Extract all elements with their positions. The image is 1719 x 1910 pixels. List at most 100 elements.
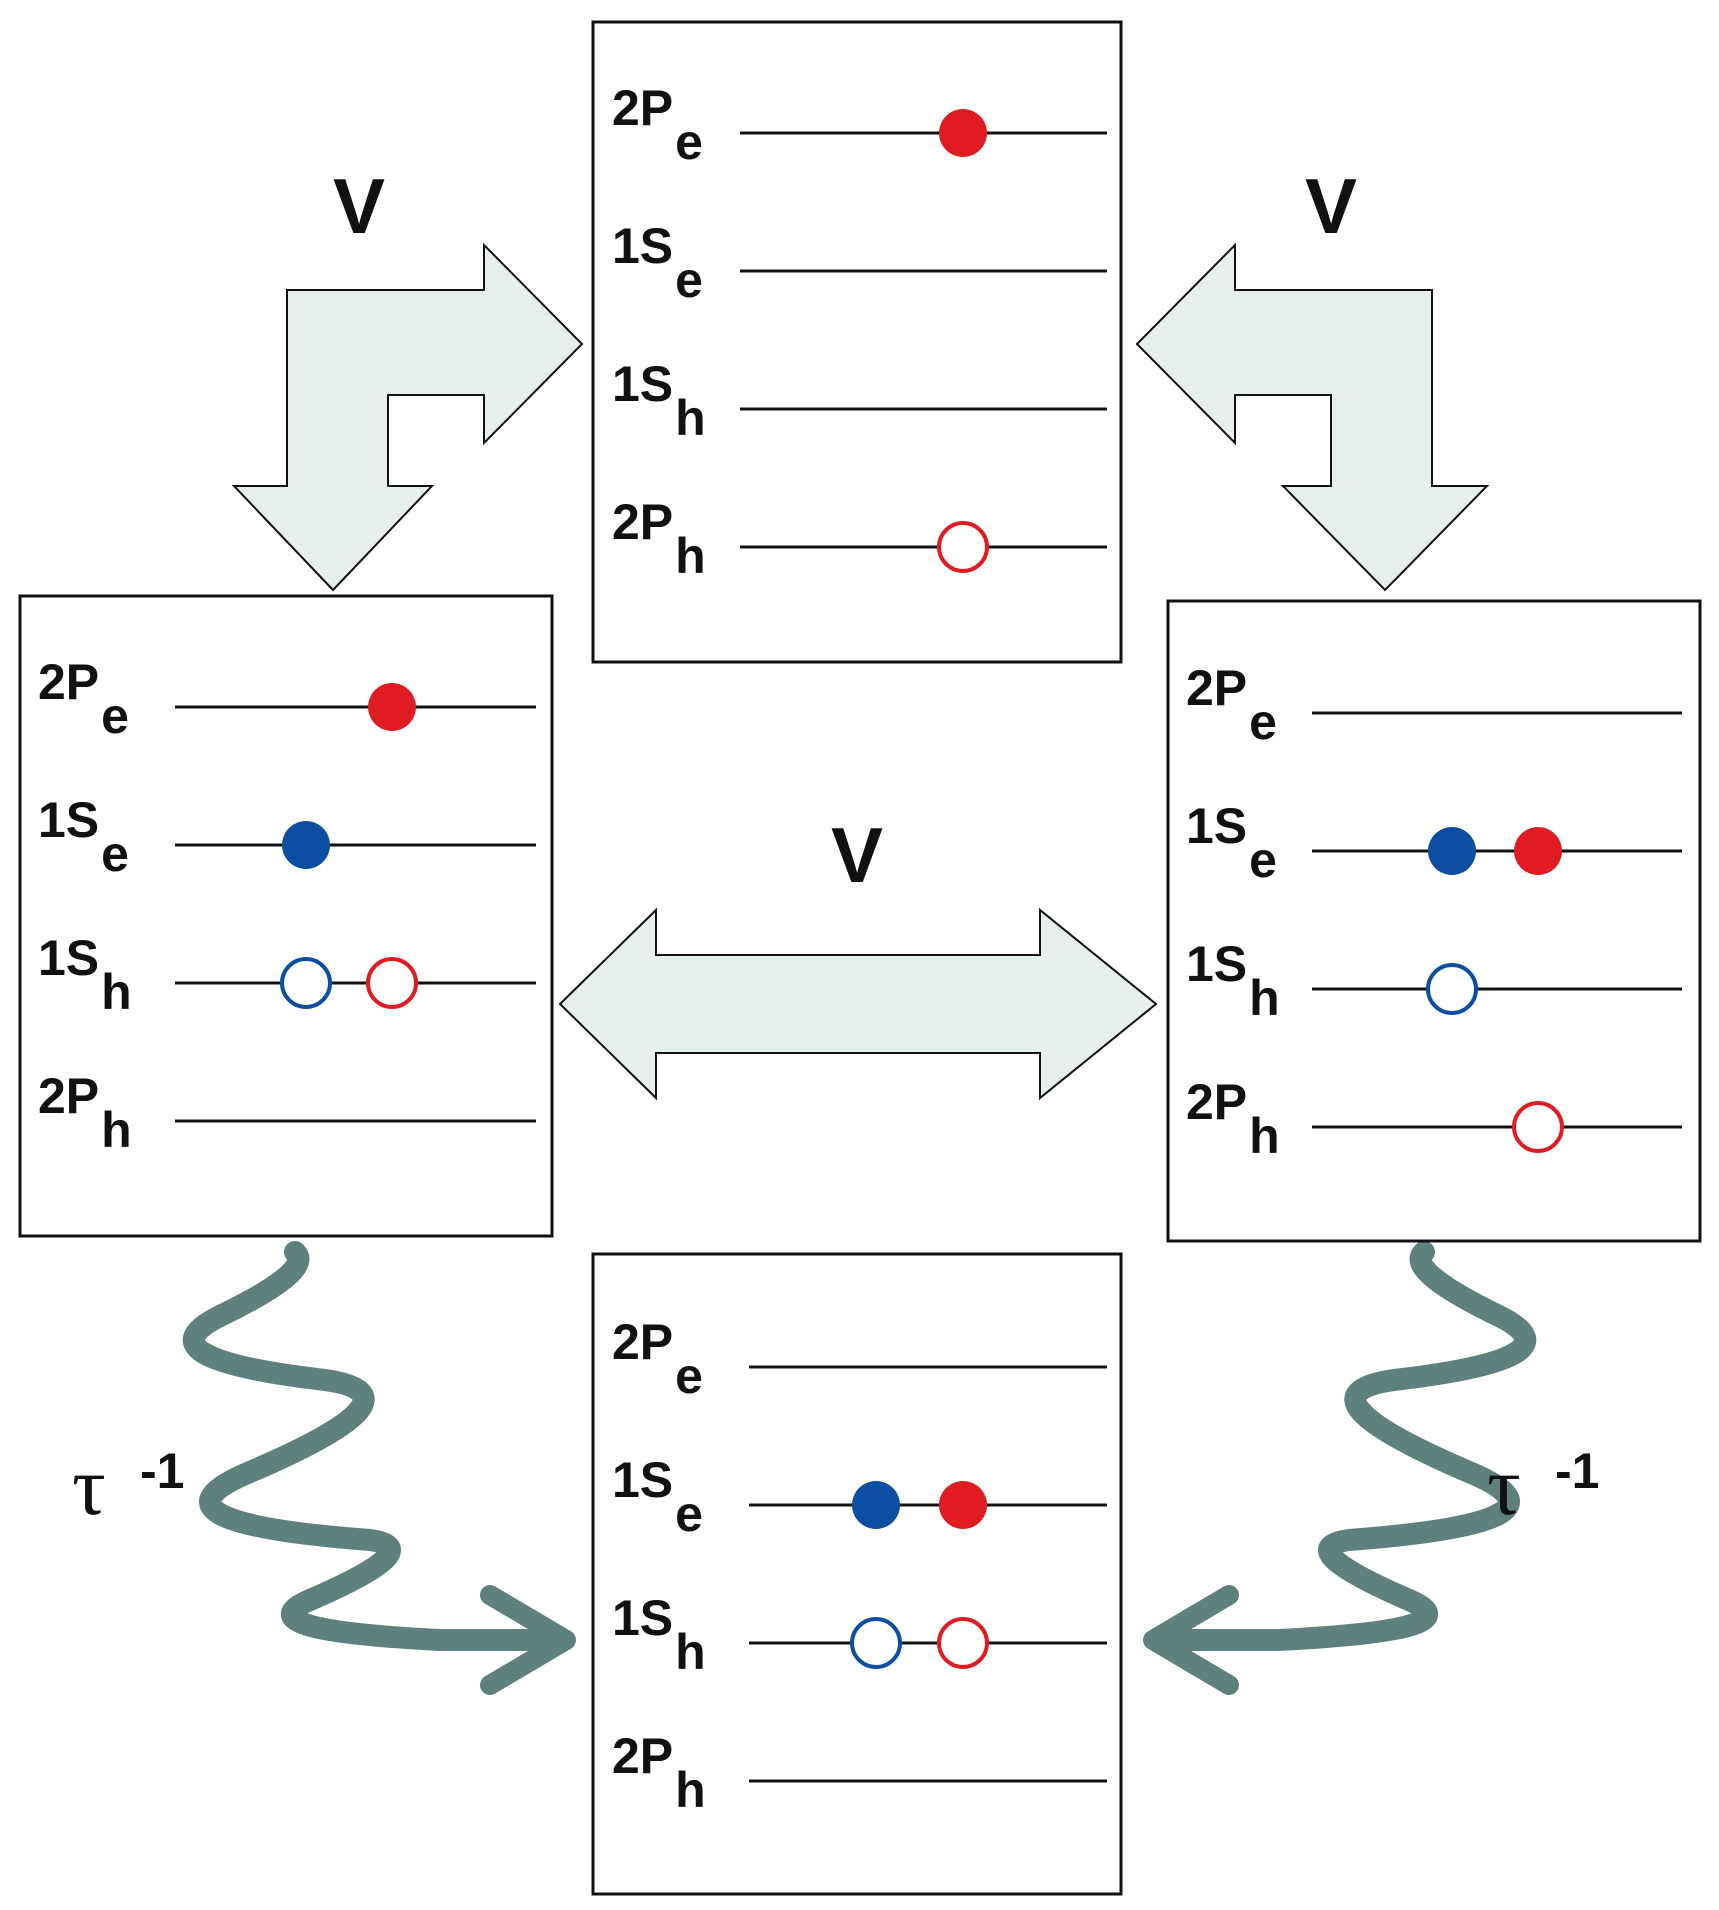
wavy-arrowhead-right <box>1143 1585 1239 1695</box>
energy-level-1s-e: 1Se <box>612 1452 1107 1542</box>
level-label-main: 2P <box>612 1728 673 1784</box>
energy-level-1s-h: 1Sh <box>1186 936 1682 1026</box>
electron-blue <box>1428 827 1476 875</box>
energy-level-2p-h: 2Ph <box>38 1068 536 1158</box>
level-label: 2Ph <box>612 494 706 584</box>
level-label-subscript: e <box>101 688 129 744</box>
level-label: 2Pe <box>612 1314 703 1404</box>
double-arrow-middle-shape <box>558 907 1158 1101</box>
coupling-label-top-left: V <box>333 162 385 250</box>
level-label-main: 2P <box>1186 1074 1247 1130</box>
energy-level-1s-e: 1Se <box>38 792 536 882</box>
level-label-subscript: h <box>675 390 706 446</box>
level-label-main: 2P <box>612 80 673 136</box>
panel-frame <box>18 594 554 1238</box>
energy-level-1s-h: 1Sh <box>612 356 1107 446</box>
electron-blue <box>852 1481 900 1529</box>
coupling-label-middle: V <box>831 811 883 899</box>
level-label: 1Sh <box>612 356 706 446</box>
level-label-main: 2P <box>1186 660 1247 716</box>
level-label: 1Se <box>38 792 129 882</box>
energy-level-2p-e: 2Pe <box>38 654 536 744</box>
level-label: 2Ph <box>38 1068 132 1158</box>
energy-level-2p-h: 2Ph <box>1186 1074 1682 1164</box>
wavy-path-right <box>1148 1241 1537 1651</box>
energy-level-2p-h: 2Ph <box>612 1728 1107 1818</box>
level-label: 1Sh <box>612 1590 706 1680</box>
level-label-main: 1S <box>1186 936 1247 992</box>
coupling-arrow-top-left <box>231 242 584 592</box>
energy-level-2p-h: 2Ph <box>612 494 1107 584</box>
level-label-subscript: h <box>1249 1108 1280 1164</box>
electron-red <box>939 1481 987 1529</box>
coupling-arrow-middle <box>558 907 1158 1101</box>
level-label-subscript: e <box>1249 832 1277 888</box>
energy-level-1s-h: 1Sh <box>38 930 536 1020</box>
hole-red <box>937 521 989 573</box>
bent-arrow-top-right-shape <box>1135 242 1490 592</box>
state-panels: 2Pe1Se1Sh2Ph2Pe1Se1Sh2Ph2Pe1Se1Sh2Ph2Pe1… <box>18 20 1702 1896</box>
energy-level-1s-h: 1Sh <box>612 1590 1107 1680</box>
level-label: 1Se <box>612 218 703 308</box>
hole-red <box>1512 1101 1564 1153</box>
wavy-arrowhead-left <box>480 1585 576 1695</box>
level-label: 2Pe <box>612 80 703 170</box>
level-label-main: 1S <box>1186 798 1247 854</box>
level-label: 1Se <box>1186 798 1277 888</box>
bent-arrow-top-left-shape <box>231 242 584 592</box>
hole-blue <box>280 957 332 1009</box>
level-label: 1Sh <box>1186 936 1280 1026</box>
energy-level-1s-e: 1Se <box>1186 798 1682 888</box>
coupling-arrow-top-right <box>1135 242 1490 592</box>
level-label-subscript: h <box>1249 970 1280 1026</box>
energy-level-1s-e: 1Se <box>612 218 1107 308</box>
electron-red <box>939 109 987 157</box>
level-label-main: 2P <box>38 1068 99 1124</box>
level-label: 2Pe <box>1186 660 1277 750</box>
level-label-main: 1S <box>612 218 673 274</box>
level-label-subscript: e <box>675 252 703 308</box>
level-label-main: 1S <box>38 792 99 848</box>
level-label: 2Ph <box>612 1728 706 1818</box>
electron-red <box>1514 827 1562 875</box>
tau-exponent-right: -1 <box>1555 1443 1599 1499</box>
level-label-subscript: e <box>675 114 703 170</box>
level-label-main: 1S <box>612 356 673 412</box>
tau-symbol-left: τ <box>72 1440 106 1533</box>
panel-frame <box>1166 599 1702 1243</box>
level-label-main: 1S <box>612 1590 673 1646</box>
tau-symbol-right: τ <box>1487 1440 1521 1533</box>
level-label-subscript: h <box>675 1762 706 1818</box>
level-label: 2Ph <box>1186 1074 1280 1164</box>
hole-blue <box>850 1617 902 1669</box>
electron-red <box>368 683 416 731</box>
level-label-main: 2P <box>612 494 673 550</box>
tau-exponent-left: -1 <box>140 1443 184 1499</box>
decay-arrow-left <box>182 1241 576 1695</box>
level-label-subscript: e <box>675 1486 703 1542</box>
level-label-subscript: h <box>101 964 132 1020</box>
level-label-subscript: e <box>675 1348 703 1404</box>
level-label-subscript: h <box>101 1102 132 1158</box>
energy-level-2p-e: 2Pe <box>1186 660 1682 750</box>
level-label-subscript: e <box>1249 694 1277 750</box>
energy-level-2p-e: 2Pe <box>612 1314 1107 1404</box>
level-label-main: 2P <box>38 654 99 710</box>
decay-rate-label-left: τ -1 <box>72 1440 184 1533</box>
energy-level-2p-e: 2Pe <box>612 80 1107 170</box>
wavy-path-left <box>182 1241 571 1651</box>
decay-arrow-right <box>1143 1241 1537 1695</box>
level-label-main: 1S <box>38 930 99 986</box>
level-label-subscript: e <box>101 826 129 882</box>
electron-blue <box>282 821 330 869</box>
level-label-main: 2P <box>612 1314 673 1370</box>
panel-frame <box>591 20 1123 664</box>
hole-blue <box>1426 963 1478 1015</box>
level-label-main: 1S <box>612 1452 673 1508</box>
coupling-label-top-right: V <box>1305 162 1357 250</box>
panel-frame <box>591 1252 1123 1896</box>
